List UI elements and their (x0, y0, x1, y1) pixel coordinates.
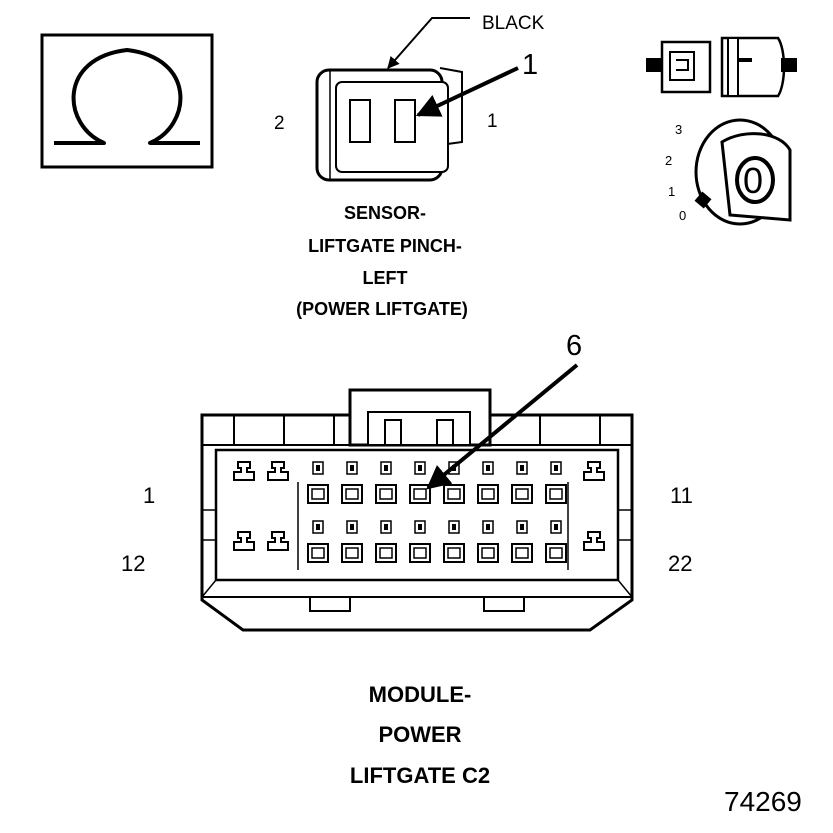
ohmmeter-icon (40, 33, 214, 169)
sensor-pin-callout-arrow (415, 66, 519, 117)
ignition-position-3: 3 (675, 122, 683, 137)
ignition-key-letter: 0 (743, 160, 764, 201)
module-row1-left-pin: 1 (143, 483, 156, 508)
module-title-line-2: POWER (378, 722, 462, 747)
sensor-title-line-4: (POWER LIFTGATE) (296, 299, 468, 319)
figure-number: 74269 (724, 786, 802, 817)
module-row1-right-pin: 11 (670, 483, 693, 508)
ignition-position-0: 0 (679, 208, 687, 223)
module-title-line-1: MODULE- (368, 682, 472, 707)
ignition-position-2: 2 (665, 153, 673, 168)
connector-disconnected-icon (646, 36, 797, 98)
sensor-pin-label-left: 2 (274, 113, 285, 134)
sensor-title-line-2: LIFTGATE PINCH- (308, 236, 462, 256)
sensor-title-line-1: SENSOR- (343, 203, 427, 223)
sensor-callout-pin-number: 1 (522, 49, 539, 81)
module-pin-callout-arrow (426, 363, 579, 490)
module-connector (200, 388, 634, 632)
black-leader-arrow (387, 17, 470, 69)
module-title-line-3: LIFTGATE C2 (349, 763, 491, 788)
ignition-key-icon (694, 118, 792, 226)
module-row2-left-pin: 12 (121, 551, 146, 576)
sensor-pin-label-right: 1 (487, 111, 498, 132)
wire-color-label: BLACK (482, 13, 545, 34)
module-callout-pin-number: 6 (566, 330, 583, 362)
sensor-title-line-3: LEFT (362, 268, 408, 288)
module-row2-right-pin: 22 (668, 551, 693, 576)
sensor-connector (315, 67, 463, 182)
ignition-position-1: 1 (668, 184, 676, 199)
